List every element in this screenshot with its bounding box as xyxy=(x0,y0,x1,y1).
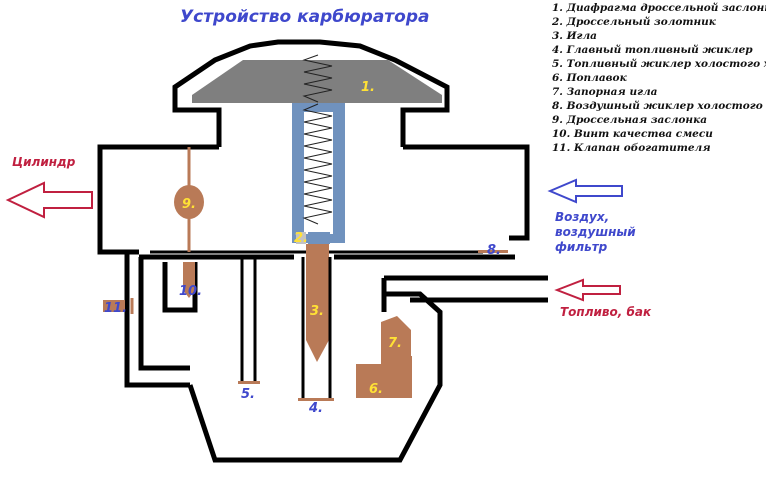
legend-item-9: 9. Дроссельная заслонка xyxy=(552,114,707,126)
legend-item-4: 4. Главный топливный жиклер xyxy=(552,43,753,56)
legend-item-7: 7. Запорная игла xyxy=(552,86,658,98)
number-11: 11. xyxy=(104,301,127,316)
enrichment-passage-inner xyxy=(138,257,190,371)
slide-marker xyxy=(296,232,306,244)
idle-fuel-jet xyxy=(238,381,260,384)
label-air-line2: воздушный xyxy=(555,225,636,239)
number-8: 8. xyxy=(487,243,501,258)
needle xyxy=(306,244,329,362)
label-air-line1: Воздух, xyxy=(555,210,609,224)
number-1: 1. xyxy=(361,80,375,95)
throttle-valve xyxy=(174,185,204,219)
legend-item-6: 6. Поплавок xyxy=(552,72,628,84)
legend-item-5: 5. Топливный жиклер холостого хода xyxy=(552,57,766,70)
float xyxy=(356,356,412,398)
main-fuel-jet xyxy=(298,398,334,401)
legend-item-2: 2. Дроссельный золотник xyxy=(551,15,717,28)
carburetor-body-top-wall-right xyxy=(403,144,530,241)
diagram-title: Устройство карбюратора xyxy=(180,7,429,27)
legend-item-11: 11. Клапан обогатителя xyxy=(552,142,711,154)
legend-item-1: 1. Диафрагма дроссельной заслонки xyxy=(552,1,766,14)
diaphragm-chamber-wall xyxy=(172,39,450,147)
label-air-line3: фильтр xyxy=(555,240,608,254)
carburetor-body-top-wall xyxy=(97,144,219,255)
slide-tip xyxy=(308,232,330,244)
float-bowl-wall xyxy=(187,291,443,463)
label-fuel-tank: Топливо, бак xyxy=(560,305,652,319)
legend-item-3: 3. Игла xyxy=(552,30,597,42)
number-5: 5. xyxy=(241,387,255,402)
enrichment-valve xyxy=(103,300,125,312)
number-3: 3. xyxy=(310,304,324,319)
number-10: 10. xyxy=(179,284,202,299)
number-9: 9. xyxy=(182,197,196,212)
number-4: 4. xyxy=(308,401,323,416)
float-needle xyxy=(381,316,411,356)
idle-air-jet xyxy=(478,250,508,253)
arrow-air-in xyxy=(547,178,623,204)
arrow-fuel-in xyxy=(554,278,621,302)
legend-item-8: 8. Воздушный жиклер холостого хода xyxy=(552,99,766,112)
mixture-screw xyxy=(183,262,195,298)
legend: 1. Диафрагма дроссельной заслонки 2. Дро… xyxy=(551,1,766,154)
label-cylinder: Цилиндр xyxy=(12,155,76,169)
slide-spring xyxy=(302,103,333,225)
enrichment-passage-outer xyxy=(124,252,190,388)
number-2: 2. xyxy=(294,231,308,246)
number-6: 6. xyxy=(369,382,383,397)
arrow-to-cylinder xyxy=(5,181,93,219)
spring xyxy=(302,54,333,103)
number-7: 7. xyxy=(388,336,402,351)
legend-item-10: 10. Винт качества смеси xyxy=(552,128,713,140)
